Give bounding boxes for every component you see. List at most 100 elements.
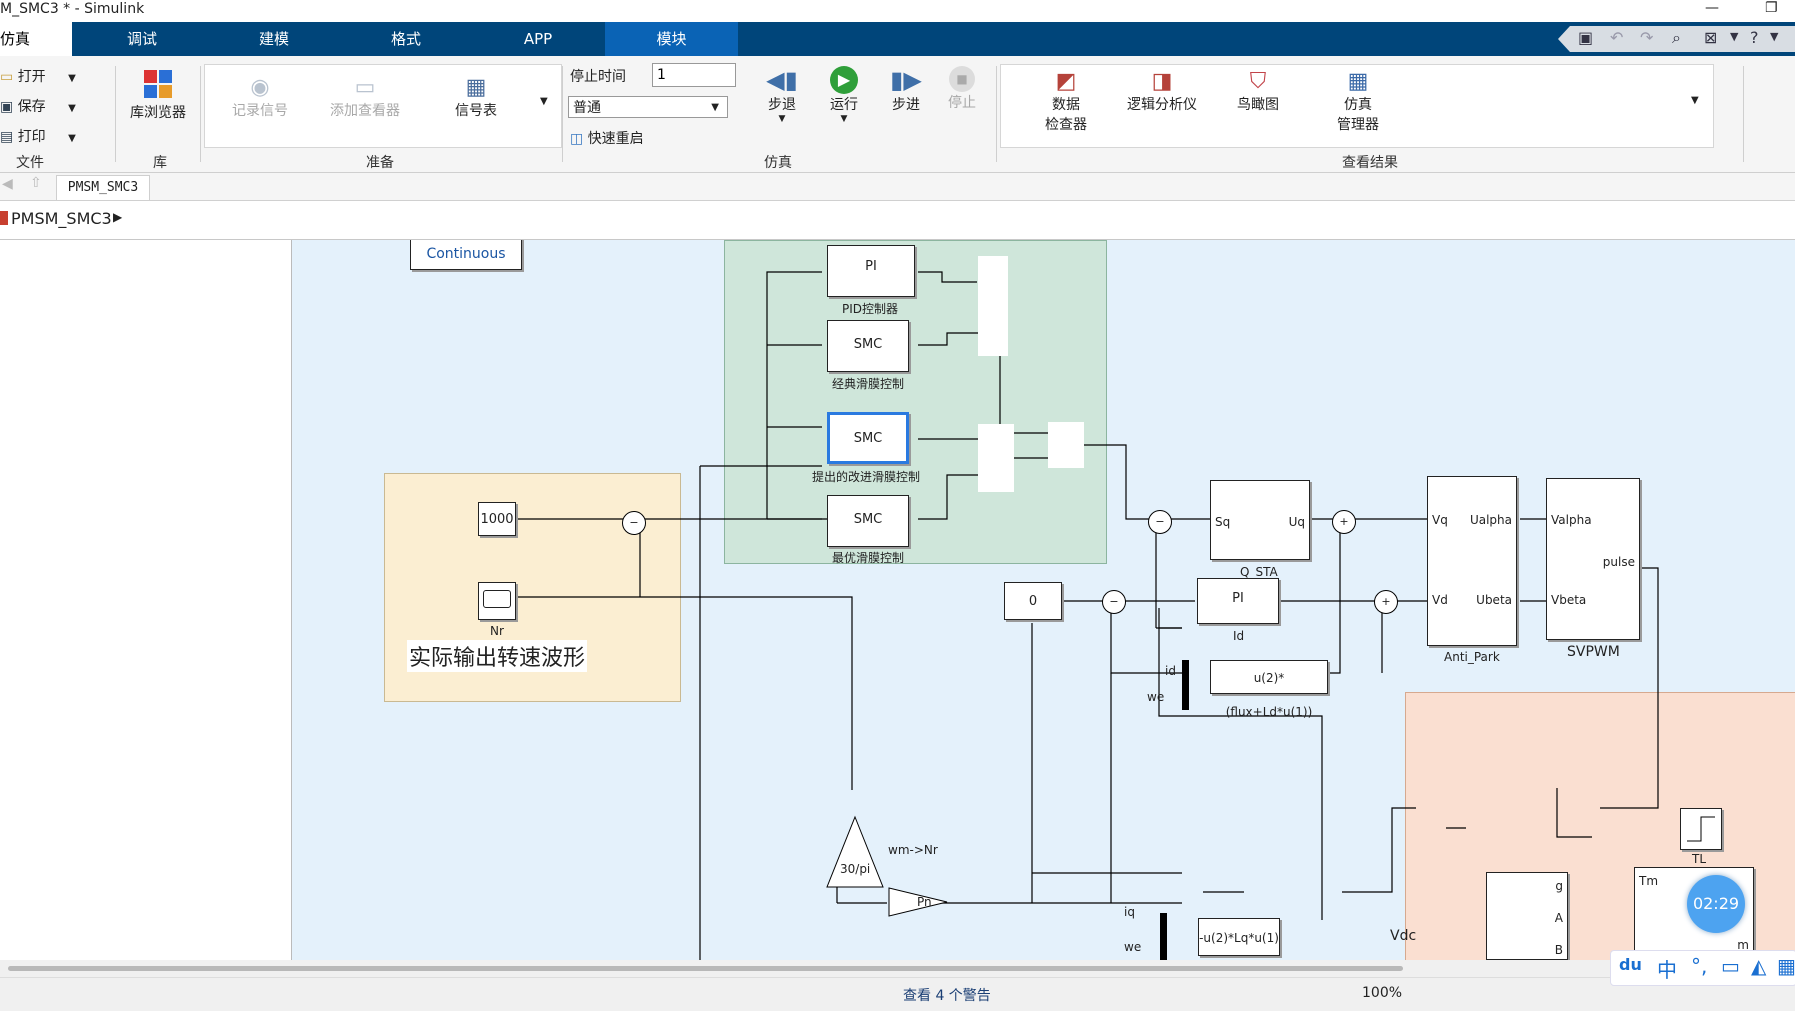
tl-step-block[interactable] — [1680, 808, 1722, 850]
keyboard-icon[interactable]: ▭ — [1721, 954, 1740, 978]
tab-debug[interactable]: 调试 — [126, 30, 157, 48]
stop-time-input[interactable] — [652, 63, 736, 87]
pi-controller-label: PID控制器 — [842, 302, 899, 316]
punctuation-icon[interactable]: °, — [1691, 954, 1708, 978]
manual-switch-3[interactable] — [1048, 422, 1084, 468]
minimize-icon[interactable]: — — [1705, 0, 1719, 16]
tab-format[interactable]: 格式 — [390, 30, 421, 48]
recording-timer[interactable]: 02:29 — [1687, 875, 1745, 933]
gain-block-30-pi[interactable] — [825, 815, 885, 889]
search-icon[interactable]: ⌕ — [1672, 28, 1681, 47]
sum-block-uq[interactable]: + — [1332, 510, 1356, 534]
mux-block-1[interactable] — [1182, 660, 1189, 710]
chevron-right-icon[interactable]: ▶ — [113, 210, 123, 224]
fcn-block-2[interactable]: -u(2)*Lq*u(1) — [1198, 918, 1280, 956]
open-button[interactable]: ▭ 打开 ▼ — [0, 69, 76, 85]
library-browser-button[interactable]: 库浏览器 — [124, 70, 192, 122]
pi-id-block[interactable]: PI — [1197, 578, 1279, 624]
printer-icon: ▤ — [0, 129, 14, 145]
skin-icon[interactable]: ◭ — [1751, 954, 1767, 978]
sum-block-id[interactable]: − — [1102, 590, 1126, 614]
baidu-icon[interactable]: du — [1619, 955, 1642, 974]
chevron-down-icon[interactable]: ▼ — [778, 114, 786, 124]
pi-controller-block[interactable]: PI — [827, 245, 915, 297]
tab-apps[interactable]: APP — [523, 30, 553, 48]
horizontal-scrollbar[interactable] — [0, 960, 1795, 977]
inverter-block[interactable]: g A B — [1486, 872, 1568, 960]
stop-button[interactable]: ■ 停止 — [940, 66, 984, 112]
smc-optimal-label: 最优滑膜控制 — [832, 551, 905, 565]
powergui-block[interactable]: Continuous — [410, 240, 522, 270]
sim-manager-button[interactable]: ▦ 仿真 管理器 — [1323, 69, 1393, 134]
gain-30-pi-label: wm->Nr — [888, 843, 938, 857]
save-button[interactable]: ▣ 保存 ▼ — [0, 99, 76, 115]
speed-ref-constant[interactable]: 1000 — [478, 502, 516, 536]
speed-scope[interactable] — [478, 582, 516, 620]
step-back-button[interactable]: ◀▮ 步退 ▼ — [760, 66, 804, 124]
annotation-text: 实际输出转速波形 — [407, 640, 588, 672]
print-button[interactable]: ▤ 打印 ▼ — [0, 129, 76, 145]
chevron-down-icon[interactable]: ▼ — [840, 114, 848, 124]
ime-language[interactable]: 中 — [1657, 958, 1677, 982]
step-forward-button[interactable]: ▮▶ 步进 — [884, 66, 928, 114]
menu-icon[interactable]: ▦ — [1777, 954, 1795, 978]
mux-block-2[interactable] — [1160, 913, 1167, 960]
sum-block-speed[interactable]: − — [622, 511, 646, 535]
chevron-down-icon[interactable]: ▼ — [1730, 30, 1739, 43]
manual-switch-2[interactable] — [978, 424, 1014, 492]
logic-analyzer-button[interactable]: ◨ 逻辑分析仪 — [1117, 69, 1207, 114]
anti-park-label: Anti_Park — [1444, 650, 1500, 664]
diagram-canvas[interactable]: Continuous 1000 − Nr 实际输出转速波形 PI PID控制器 … — [292, 240, 1795, 960]
anti-park-block[interactable]: Vq Vd Ualpha Ubeta — [1427, 476, 1517, 646]
scrollbar-thumb[interactable] — [8, 966, 1403, 971]
find-icon[interactable]: ⊠ — [1704, 28, 1718, 47]
library-icon — [144, 70, 172, 98]
model-path[interactable]: PMSM_SMC3 — [11, 209, 112, 228]
run-button[interactable]: ▶ 运行 ▼ — [822, 66, 866, 124]
mux1-in1: id — [1165, 664, 1176, 678]
id-ref-constant[interactable]: 0 — [1004, 582, 1062, 620]
undo-icon[interactable]: ↶ — [1610, 28, 1624, 47]
manual-switch-1[interactable] — [978, 256, 1008, 356]
warnings-link[interactable]: 查看 4 个警告 — [903, 988, 991, 1004]
tab-simulation[interactable]: 仿真 — [0, 22, 72, 56]
fcn-block-1[interactable]: u(2)*(flux+Ld*u(1)) — [1210, 660, 1328, 719]
tab-modeling[interactable]: 建模 — [258, 30, 289, 48]
stop-time-label: 停止时间 — [570, 69, 626, 85]
data-inspector-button[interactable]: ◩ 数据 检查器 — [1031, 69, 1101, 134]
q-sta-label: Q_STA — [1240, 565, 1278, 579]
svpwm-block[interactable]: Valpha Vbeta pulse — [1546, 478, 1640, 640]
data-inspector-icon: ◩ — [1055, 69, 1077, 94]
scope-label: Nr — [490, 624, 504, 638]
add-viewer-button[interactable]: ▭ 添加查看器 — [325, 75, 405, 120]
redo-icon[interactable]: ↷ — [1640, 28, 1654, 47]
record-signal-icon: ◉ — [250, 75, 270, 100]
chevron-down-icon[interactable]: ▼ — [1770, 30, 1779, 43]
back-icon[interactable]: ◀ — [2, 176, 13, 192]
model-tab[interactable]: PMSM_SMC3 — [56, 175, 150, 200]
tab-block[interactable]: 模块 — [605, 22, 738, 56]
chevron-down-icon[interactable]: ▼ — [1691, 95, 1699, 106]
sum-block-q[interactable]: − — [1148, 510, 1172, 534]
sum-block-ud[interactable]: + — [1374, 590, 1398, 614]
signal-table-button[interactable]: ▦ 信号表 — [441, 75, 511, 120]
smc-improved-block[interactable]: SMC — [827, 412, 909, 464]
chevron-down-icon[interactable]: ▼ — [540, 96, 548, 107]
birds-eye-button[interactable]: ⛉ 鸟瞰图 — [1223, 69, 1293, 114]
help-icon[interactable]: ? — [1750, 28, 1759, 47]
record-signal-button[interactable]: ◉ 记录信号 — [225, 75, 295, 120]
fast-restart-button[interactable]: ◫ 快速重启 — [570, 131, 644, 147]
save-icon[interactable]: ▣ — [1578, 28, 1594, 47]
gain-block-pn[interactable] — [887, 886, 949, 918]
smc-optimal-block[interactable]: SMC — [827, 495, 909, 547]
chevron-down-icon[interactable]: ▼ — [68, 133, 76, 144]
group-label-prepare: 准备 — [366, 155, 394, 171]
smc-classic-block[interactable]: SMC — [827, 320, 909, 372]
path-bar: PMSM_SMC3 ▶ — [0, 201, 1795, 240]
restore-icon[interactable]: ❐ — [1765, 0, 1778, 16]
chevron-down-icon[interactable]: ▼ — [68, 73, 76, 84]
up-icon[interactable]: ⇧ — [30, 175, 42, 191]
q-sta-block[interactable]: Sq Uq — [1210, 480, 1310, 560]
sim-mode-select[interactable]: 普通 ▼ — [568, 96, 728, 118]
chevron-down-icon[interactable]: ▼ — [68, 103, 76, 114]
